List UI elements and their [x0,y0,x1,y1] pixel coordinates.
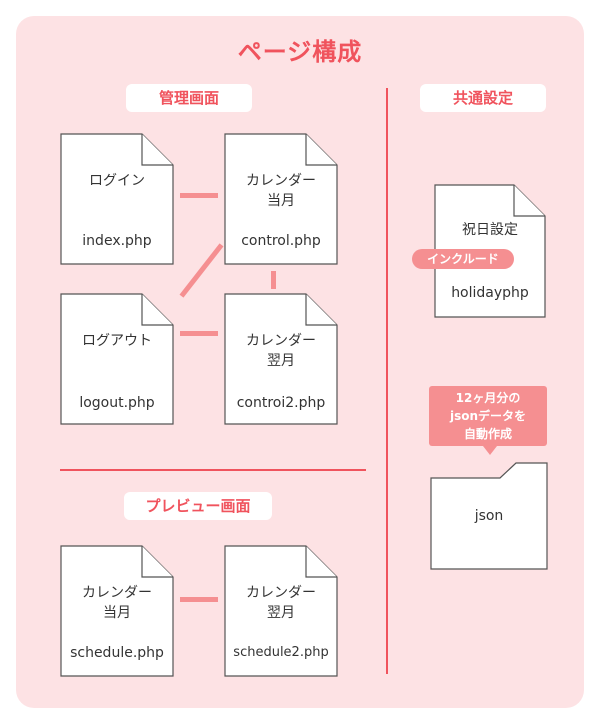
doc-logout-php: ログアウト logout.php [60,293,174,425]
section-label-preview: プレビュー画面 [124,492,272,520]
doc-label-line2: 当月 [103,605,131,621]
section-label-admin: 管理画面 [126,84,252,112]
doc-filename: index.php [82,233,152,249]
document-icon [60,293,174,425]
connector-calendar-current-next [271,271,276,289]
include-tag: インクルード [412,249,514,269]
connector-schedule-current-next [180,597,218,602]
horizontal-divider [60,469,366,471]
doc-controi2-php: カレンダー 翌月 controi2.php [224,293,338,425]
doc-label-line2: 翌月 [267,353,295,369]
document-icon [224,293,338,425]
json-note-line3: 自動作成 [463,427,512,441]
json-note-line1: 12ヶ月分の [455,391,521,405]
doc-schedule2-php: カレンダー 翌月 schedule2.php [224,545,338,677]
doc-filename: schedule2.php [233,645,329,660]
doc-label-line1: カレンダー [246,585,316,601]
document-icon [60,133,174,265]
document-icon [224,133,338,265]
connector-logout-calendar-next [180,331,218,336]
doc-label-line1: カレンダー [246,333,316,349]
doc-filename: holidayphp [451,285,529,301]
doc-control-php: カレンダー 当月 control.php [224,133,338,265]
doc-filename: schedule.php [70,645,164,661]
doc-label: ログイン [89,173,145,189]
json-note-line2: jsonデータを [449,409,527,423]
json-note-bubble: 12ヶ月分の jsonデータを 自動作成 [429,386,547,446]
doc-filename: controi2.php [236,395,326,411]
doc-label: ログアウト [82,333,152,349]
doc-label-line2: 翌月 [267,605,295,621]
document-icon [60,545,174,677]
doc-label: 祝日設定 [462,222,518,238]
bubble-tail [483,446,497,455]
doc-schedule-php: カレンダー 当月 schedule.php [60,545,174,677]
doc-label-line2: 当月 [267,193,295,209]
doc-label-line1: カレンダー [246,173,316,189]
doc-label-line1: カレンダー [82,585,152,601]
doc-filename: control.php [241,233,321,249]
vertical-divider [386,88,388,674]
document-icon [224,545,338,677]
folder-label: json [474,508,504,524]
section-label-common: 共通設定 [420,84,546,112]
page-title: ページ構成 [237,38,363,66]
json-folder: json [430,462,548,570]
doc-filename: logout.php [79,395,155,411]
doc-index-php: ログイン index.php [60,133,174,265]
connector-login-calendar [180,193,218,198]
folder-icon [430,462,548,570]
